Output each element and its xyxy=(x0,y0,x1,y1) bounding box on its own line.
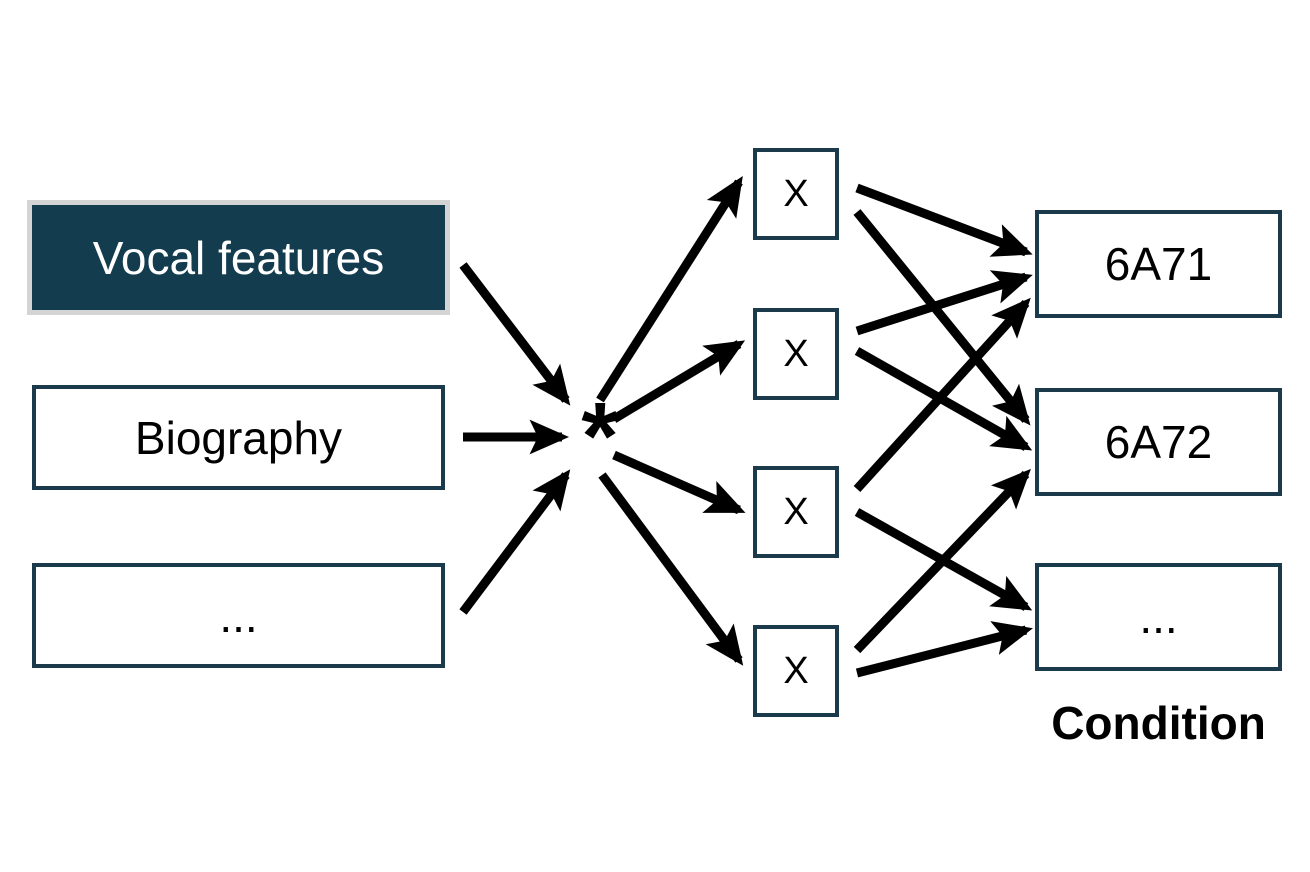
input-box-more-inputs-label: ... xyxy=(219,589,258,642)
asterisk-fusion-operator-icon: * xyxy=(555,382,645,492)
asterisk-fusion-operator-symbol: * xyxy=(581,383,619,490)
condition-box-6a71[interactable]: 6A71 xyxy=(1035,210,1282,318)
hidden-unit-x1-label: X xyxy=(783,173,809,215)
input-box-biography-label: Biography xyxy=(134,411,343,464)
input-box-vocal-features[interactable]: Vocal features xyxy=(27,200,450,315)
input-box-more-inputs[interactable]: ... xyxy=(32,563,445,668)
hidden-unit-x3[interactable]: X xyxy=(753,466,839,558)
input-box-biography[interactable]: Biography xyxy=(32,385,445,490)
edge-fusion-to-x1 xyxy=(596,175,743,403)
hidden-unit-x4[interactable]: X xyxy=(753,625,839,717)
hidden-unit-x4-label: X xyxy=(783,650,809,692)
edge-x3-to-6a71 xyxy=(853,297,1031,493)
edge-x2-to-6a72 xyxy=(854,347,1033,451)
hidden-unit-x2-label: X xyxy=(783,333,809,375)
edge-x1-to-6a72 xyxy=(853,209,1031,426)
conditions-caption: Condition xyxy=(1051,697,1266,749)
condition-box-more-conditions[interactable]: ... xyxy=(1035,563,1282,671)
edge-x2-to-6a71 xyxy=(855,270,1033,336)
edge-more-inputs-to-fusion xyxy=(459,469,571,615)
edge-x4-to-more-conditions xyxy=(855,621,1033,678)
hidden-unit-x3-label: X xyxy=(783,491,809,533)
condition-box-6a72[interactable]: 6A72 xyxy=(1035,388,1282,496)
edge-x3-to-more-conditions xyxy=(854,508,1033,611)
hidden-unit-x1[interactable]: X xyxy=(753,148,839,240)
condition-box-more-conditions-label: ... xyxy=(1139,591,1178,643)
edge-fusion-to-x4 xyxy=(598,472,744,666)
condition-box-6a71-label: 6A71 xyxy=(1104,238,1213,290)
condition-box-6a72-label: 6A72 xyxy=(1104,416,1213,468)
hidden-unit-x2[interactable]: X xyxy=(753,308,839,400)
edge-vocal-to-fusion xyxy=(459,262,571,406)
edge-x4-to-6a72 xyxy=(853,468,1031,654)
input-box-vocal-features-label: Vocal features xyxy=(92,231,385,284)
edge-x1-to-6a71 xyxy=(855,183,1033,257)
